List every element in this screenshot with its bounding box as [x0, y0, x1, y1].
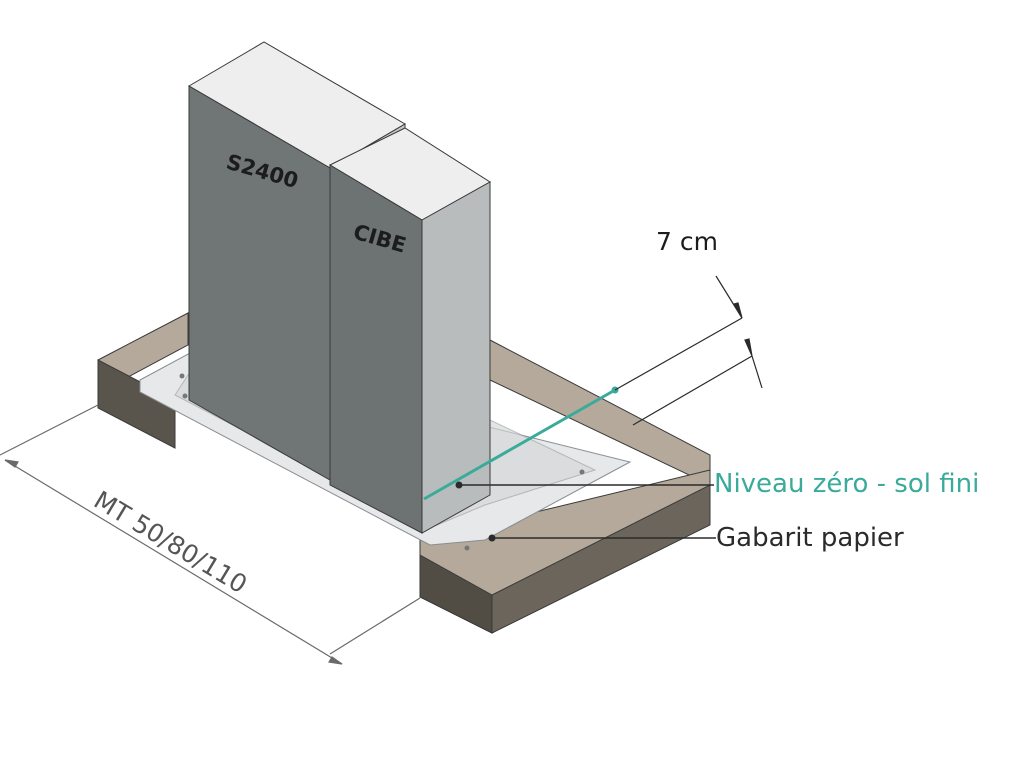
height-dimension-label: 7 cm [656, 227, 718, 256]
template-callout: Gabarit papier [716, 523, 904, 553]
ground-level-leader [455, 481, 714, 489]
width-dimension [0, 404, 421, 665]
template-leader [488, 534, 716, 542]
cabinet-cibe [328, 127, 491, 534]
ground-level-callout: Niveau zéro - sol fini [714, 469, 979, 499]
base-block-right [419, 339, 711, 634]
width-dimension-label: MT 50/80/110 [89, 485, 252, 599]
height-dimension [614, 275, 763, 426]
cabinet-s2400 [188, 41, 406, 481]
